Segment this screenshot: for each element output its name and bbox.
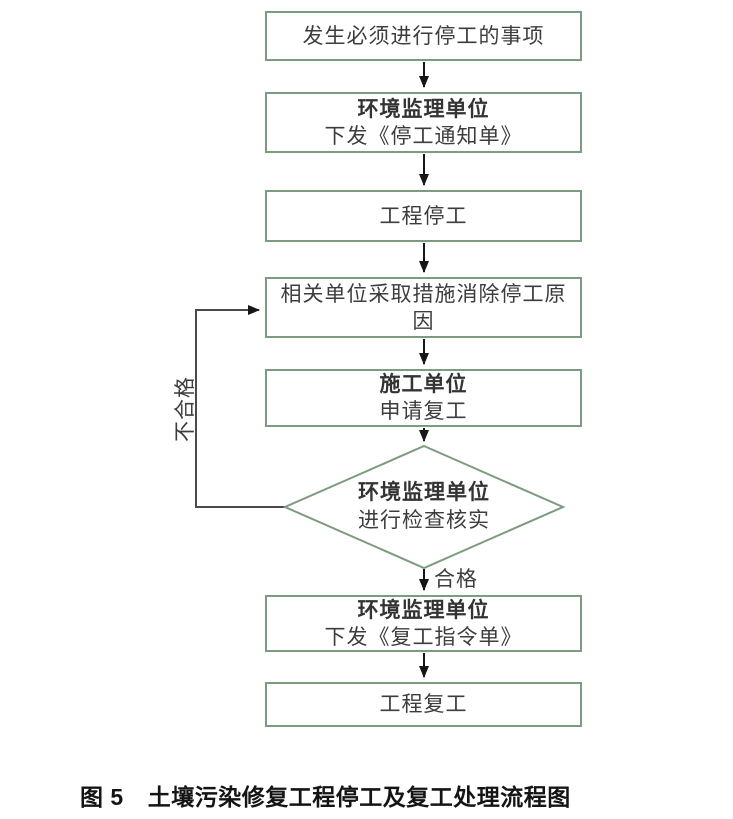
node-stop-event-label: 发生必须进行停工的事项 — [302, 24, 545, 48]
node-eliminate-stop-cause-line2: 因 — [412, 309, 435, 333]
figure-caption-number: 图 5 — [80, 784, 124, 810]
decision-diamond-shape — [282, 444, 566, 570]
node-issue-stop-notice-action: 下发《停工通知单》 — [324, 124, 523, 148]
figure-caption-title: 土壤污染修复工程停工及复工处理流程图 — [147, 784, 571, 810]
node-project-stopped-label: 工程停工 — [379, 204, 468, 228]
fail-loop-arrow — [195, 305, 285, 508]
node-issue-resume-order-org: 环境监理单位 — [357, 598, 490, 622]
node-eliminate-stop-cause: 相关单位采取措施消除停工原 因 — [265, 277, 582, 338]
edge-label-fail: 不合格 — [174, 376, 197, 442]
node-issue-resume-order-action: 下发《复工指令单》 — [324, 625, 523, 649]
node-supervisor-issue-resume-order: 环境监理单位 下发《复工指令单》 — [265, 595, 582, 652]
node-project-resumed: 工程复工 — [265, 682, 582, 727]
decision-supervisor-verify: 环境监理单位 进行检查核实 — [304, 477, 544, 537]
node-project-stopped: 工程停工 — [265, 190, 582, 242]
node-stop-event: 发生必须进行停工的事项 — [265, 11, 582, 61]
node-issue-stop-notice-org: 环境监理单位 — [357, 97, 490, 121]
decision-verify-org: 环境监理单位 — [358, 481, 490, 504]
edge-label-pass: 合格 — [434, 568, 478, 591]
node-eliminate-stop-cause-line1: 相关单位采取措施消除停工原 — [280, 282, 567, 306]
figure-caption: 图 5 土壤污染修复工程停工及复工处理流程图 — [80, 778, 571, 812]
node-apply-resume-org: 施工单位 — [379, 373, 468, 396]
node-supervisor-issue-stop-notice: 环境监理单位 下发《停工通知单》 — [265, 92, 582, 153]
node-project-resumed-label: 工程复工 — [379, 693, 468, 716]
node-contractor-apply-resume: 施工单位 申请复工 — [265, 369, 582, 427]
node-apply-resume-action: 申请复工 — [379, 400, 468, 423]
decision-verify-action: 进行检查核实 — [358, 509, 490, 532]
